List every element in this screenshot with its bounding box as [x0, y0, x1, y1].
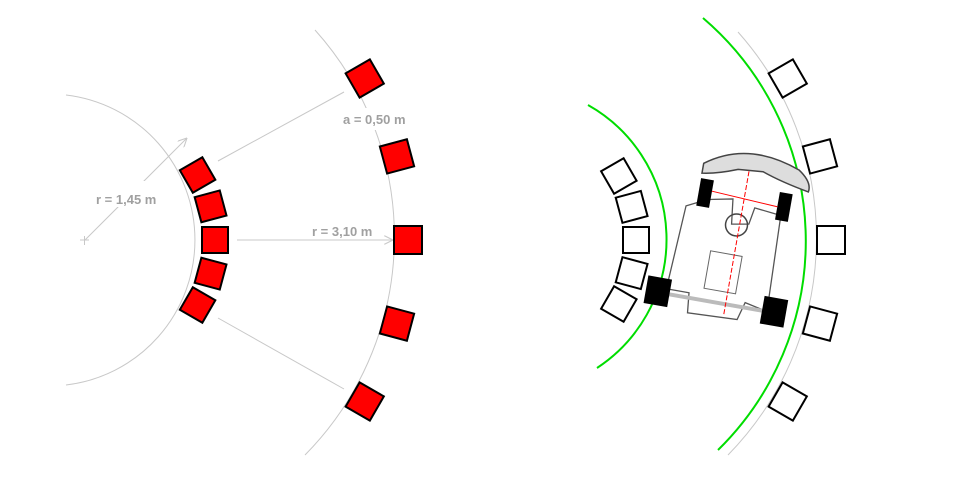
front-left-wheel [696, 178, 714, 208]
left-outer-marker [344, 381, 386, 422]
front-right-wheel [775, 191, 793, 222]
right-inner-marker [599, 156, 638, 196]
right-diagram [587, 17, 846, 456]
inner-radius-label: r = 1,45 m [96, 192, 156, 207]
rear-axle [660, 290, 770, 314]
left-inner-marker [193, 189, 228, 224]
right-outer-marker [767, 381, 809, 422]
left-outer-marker [344, 58, 386, 99]
right-inner-marker [614, 189, 649, 225]
upper-radial-line [217, 91, 345, 162]
outer-circle-arc-right [727, 31, 817, 456]
left-inner-marker [201, 226, 229, 254]
outer-track-boundary [702, 17, 807, 451]
right-outer-marker [767, 58, 809, 99]
left-diagram: r = 1,45 m r = 3,10 m a = 0,50 m [65, 29, 423, 456]
rear-right-wheel [759, 295, 789, 328]
right-inner-marker [622, 226, 650, 254]
lower-radial-line [217, 317, 345, 390]
left-inner-marker [193, 256, 228, 291]
left-markers [178, 58, 423, 422]
front-wing [701, 152, 810, 193]
rear-left-wheel [643, 275, 673, 308]
steering-wheel [724, 213, 749, 237]
right-inner-marker [599, 284, 638, 324]
left-inner-marker [178, 155, 217, 195]
right-outer-marker [801, 138, 839, 175]
kart [643, 152, 810, 328]
right-outer-marker [816, 225, 846, 255]
center-mark [80, 236, 89, 245]
center-axis [723, 171, 750, 315]
left-outer-marker [378, 305, 416, 342]
right-inner-marker [614, 255, 649, 291]
left-outer-marker [378, 138, 416, 175]
outer-radius-label: r = 3,10 m [312, 224, 372, 239]
right-markers [599, 58, 846, 422]
outer-circle-arc [304, 29, 395, 456]
left-inner-marker [178, 285, 217, 325]
left-outer-marker [393, 225, 423, 255]
right-outer-marker [801, 305, 839, 342]
seat [703, 250, 743, 295]
inner-track-boundary [587, 104, 668, 369]
inner-circle-arc [65, 94, 196, 386]
spacing-label: a = 0,50 m [343, 112, 406, 127]
